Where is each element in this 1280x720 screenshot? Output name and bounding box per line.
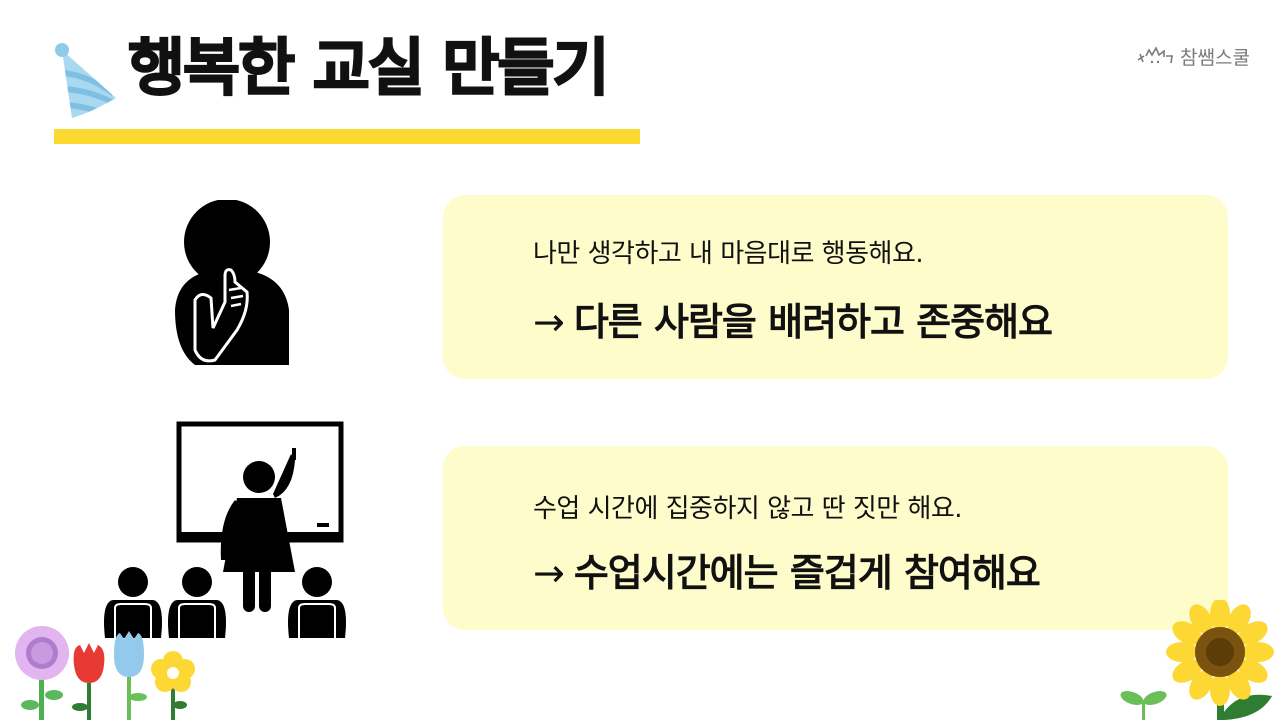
sunflower-decoration	[1120, 600, 1274, 720]
title-underline	[54, 129, 640, 144]
blue-tulip-icon	[114, 631, 147, 720]
rule-card-2: 수업 시간에 집중하지 않고 딴 짓만 해요. →수업시간에는 즐겁게 참여해요	[443, 446, 1228, 630]
page-title: 행복한 교실 만들기	[127, 30, 610, 105]
flower-decoration	[15, 626, 195, 720]
solution-text: →수업시간에는 즐겁게 참여해요	[533, 542, 1041, 597]
solution-label: 다른 사람을 배려하고 존중해요	[573, 300, 1053, 344]
arrow-icon: →	[533, 300, 565, 344]
brand-label: 참쌤스쿨	[1180, 47, 1250, 69]
solution-text: →다른 사람을 배려하고 존중해요	[533, 291, 1053, 346]
sunflower-icon	[1166, 600, 1274, 720]
rule-card-1: 나만 생각하고 내 마음대로 행동해요. →다른 사람을 배려하고 존중해요	[443, 195, 1228, 379]
solution-label: 수업시간에는 즐겁게 참여해요	[573, 551, 1041, 595]
teacher-classroom-icon	[104, 421, 346, 638]
purple-flower-icon	[15, 626, 69, 720]
yellow-flower-icon	[151, 651, 195, 720]
sparkle-doodle-icon	[1137, 46, 1173, 64]
sprout-icon	[1120, 691, 1167, 720]
red-tulip-icon	[72, 643, 105, 720]
thinking-person-icon	[175, 200, 289, 365]
problem-text: 나만 생각하고 내 마음대로 행동해요.	[533, 239, 924, 269]
problem-text: 수업 시간에 집중하지 않고 딴 짓만 해요.	[533, 494, 963, 524]
brand-logo: 참쌤스쿨	[1136, 43, 1250, 70]
arrow-icon: →	[533, 551, 565, 595]
party-hat-icon	[55, 43, 116, 118]
